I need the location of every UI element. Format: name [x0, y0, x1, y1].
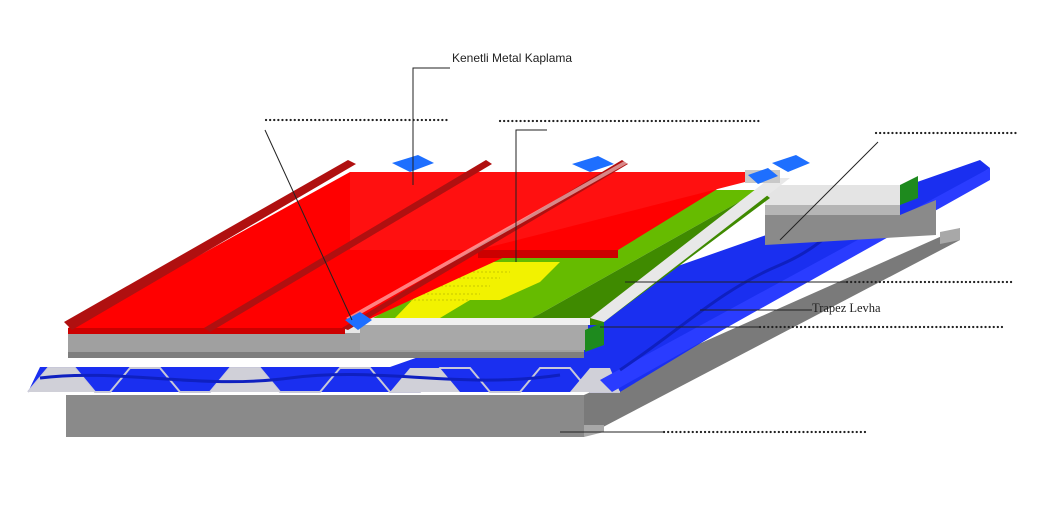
spacer-block-rear [900, 176, 918, 205]
metal-cladding [64, 160, 745, 334]
label-kenetli-metal-kaplama: Kenetli Metal Kaplama [452, 51, 572, 65]
leader-kenetli [412, 67, 450, 185]
spacer-profile [355, 170, 790, 352]
leader-lines [264, 67, 879, 433]
clip-front [345, 312, 372, 330]
label-trapez-levha: Trapez Levha [812, 301, 881, 315]
leader-3 [779, 141, 879, 241]
clip-back-3 [772, 155, 810, 172]
seam-2 [204, 160, 492, 332]
leader-1 [264, 129, 353, 321]
spacer-block-front [585, 322, 604, 352]
leader-2 [515, 129, 547, 262]
seam-1 [64, 160, 356, 330]
dotted-labels [264, 118, 1020, 434]
rear-purlin [765, 176, 936, 245]
clip-side [748, 168, 778, 184]
clip-back-2 [572, 156, 614, 172]
bottom-purlin [66, 228, 960, 437]
